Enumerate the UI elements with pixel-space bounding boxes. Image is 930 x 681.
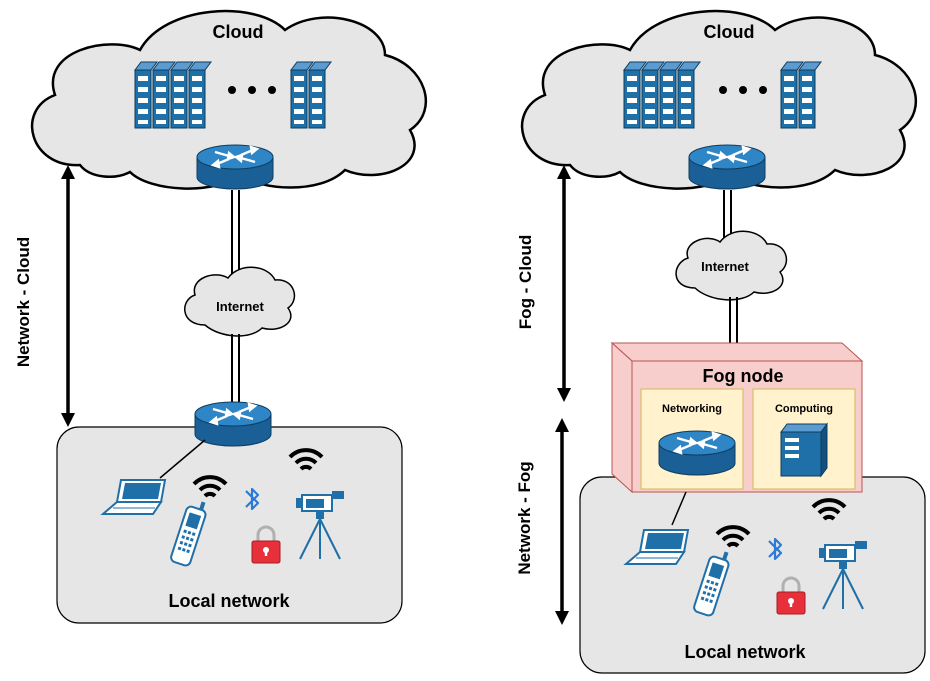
network-fog-label: Network - Fog bbox=[515, 461, 534, 574]
left-internet-cloud bbox=[184, 266, 296, 337]
right-cloud-label: Cloud bbox=[704, 22, 755, 42]
fog-router-icon bbox=[657, 429, 737, 477]
left-internet-label: Internet bbox=[216, 299, 264, 314]
right-diagram: Cloud Internet Fog node Netwo bbox=[515, 9, 926, 674]
right-local-network-label: Local network bbox=[684, 642, 806, 662]
left-diagram: Cloud Internet bbox=[14, 9, 427, 624]
fog-networking-label: Networking bbox=[662, 403, 722, 415]
fog-computing-label: Computing bbox=[775, 403, 833, 415]
left-network-cloud-label: Network - Cloud bbox=[14, 237, 33, 367]
right-server-icon bbox=[623, 61, 822, 129]
right-internet-cloud bbox=[675, 230, 788, 301]
fog-cloud-label: Fog - Cloud bbox=[516, 235, 535, 329]
left-cloud-label: Cloud bbox=[213, 22, 264, 42]
right-cloud-router-icon bbox=[687, 143, 767, 191]
left-local-network-label: Local network bbox=[168, 591, 290, 611]
left-edge-router-icon bbox=[193, 400, 273, 448]
right-internet-label: Internet bbox=[701, 259, 749, 274]
fog-node-title: Fog node bbox=[703, 366, 784, 386]
left-cloud-router-icon bbox=[195, 143, 275, 191]
left-server-icon bbox=[134, 61, 332, 129]
fog-server-icon bbox=[780, 422, 828, 478]
